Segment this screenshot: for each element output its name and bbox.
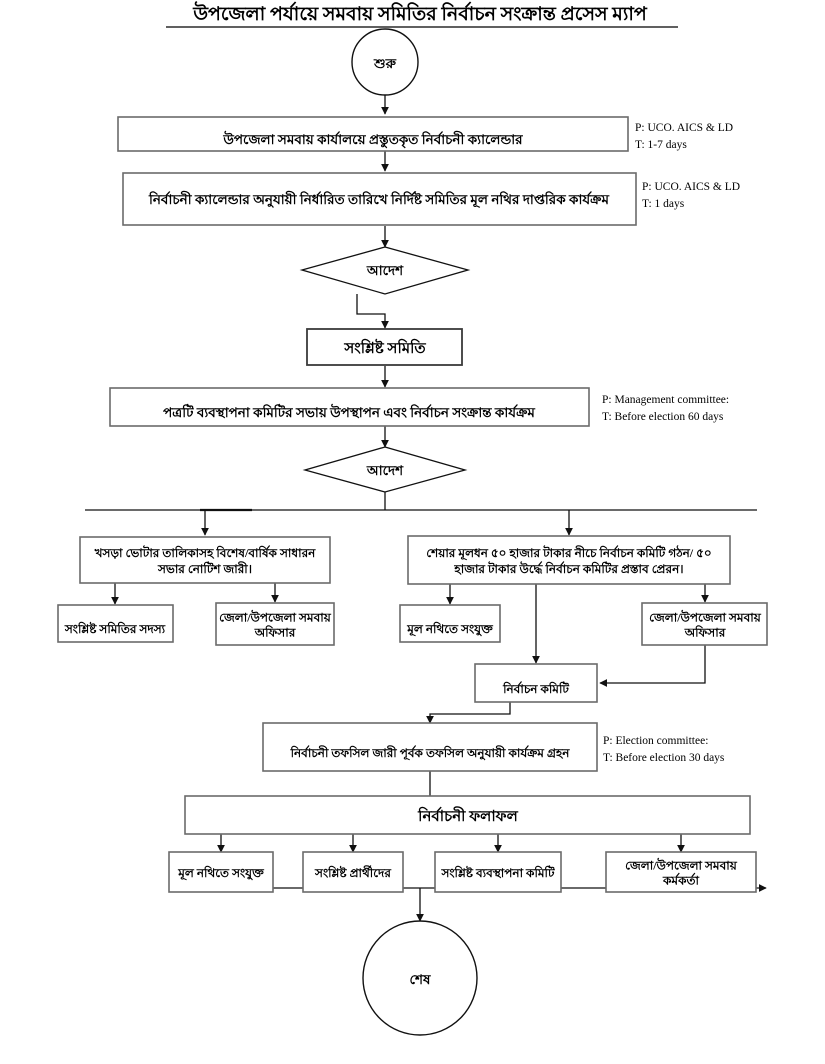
node-notice[interactable]: খসড়া ভোটার তালিকাসহ বিশেষ/বার্ষিক সাধার… <box>79 536 331 584</box>
node-mgmt-meeting[interactable]: পত্রটি ব্যবস্থাপনা কমিটির সভায় উপস্থাপন… <box>109 387 590 427</box>
result-4-label: জেলা/উপজেলা সমবায়কর্মকর্তা <box>625 858 738 888</box>
result-3-label: সংশ্লিষ্ট ব্যবস্থাপনা কমিটি <box>440 865 555 880</box>
node-officer-1[interactable]: জেলা/উপজেলা সমবায়অফিসার <box>215 602 335 646</box>
mgmt-meeting-box <box>109 387 590 427</box>
node-result-2[interactable]: সংশ্লিষ্ট প্রার্থীদের <box>302 851 404 893</box>
node-election-committee[interactable]: নির্বাচন কমিটি <box>474 663 598 703</box>
result-2-label: সংশ্লিষ্ট প্রার্থীদের <box>314 865 391 880</box>
election-committee-box <box>474 663 598 703</box>
members-label: সংশ্লিষ্ট সমিতির সদস্য <box>64 621 166 636</box>
office-work-label-line1: নির্বাচনী ক্যালেন্ডার অনুযায়ী নির্ধারিত… <box>148 190 610 209</box>
page-title: উপজেলা পর্যায়ে সমবায় সমিতির নির্বাচন স… <box>192 1 648 25</box>
node-result-3[interactable]: সংশ্লিষ্ট ব্যবস্থাপনা কমিটি <box>434 851 562 893</box>
end-label: শেষ <box>410 972 432 987</box>
officer-1-label: জেলা/উপজেলা সমবায়অফিসার <box>219 610 332 640</box>
annotation-office-work: P: UCO. AICS & LD T: 1 days <box>642 181 740 210</box>
result-2-box <box>302 851 404 893</box>
office-work-box <box>122 172 637 226</box>
node-result-4[interactable]: জেলা/উপজেলা সমবায়কর্মকর্তা <box>605 851 757 893</box>
node-calendar[interactable]: উপজেলা সমবায় কার্যালয়ে প্রস্তুতকৃত নির… <box>117 116 629 152</box>
society-box <box>306 328 463 366</box>
node-officer-2[interactable]: জেলা/উপজেলা সমবায়অফিসার <box>641 602 768 646</box>
result-label: নির্বাচনী ফলাফল <box>417 806 518 825</box>
node-order-1[interactable]: আদেশ <box>299 246 471 295</box>
annotation-mgmt-meeting-line-1: P: Management committee: <box>602 394 729 406</box>
annotation-schedule-line-1: P: Election committee: <box>603 735 708 747</box>
order-1-diamond <box>299 246 471 295</box>
share-capital-box <box>407 535 731 585</box>
notice-box <box>79 536 331 584</box>
election-committee-label: নির্বাচন কমিটি <box>502 681 569 696</box>
node-share-capital[interactable]: শেয়ার মূলধন ৫০ হাজার টাকার নীচে নির্বাচ… <box>407 535 731 585</box>
society-label: সংশ্লিষ্ট সমিতি <box>343 338 426 357</box>
members-box <box>57 604 174 643</box>
edge-order1-society <box>356 294 389 329</box>
attached-box <box>399 604 501 643</box>
schedule-label: নির্বাচনী তফসিল জারী পূর্বক তফসিল অনুযায… <box>290 745 571 762</box>
annotation-mgmt-meeting-line-2: T: Before election 60 days <box>602 411 724 423</box>
annotation-mgmt-meeting: P: Management committee: T: Before elect… <box>602 394 729 423</box>
end-circle <box>362 920 478 1036</box>
result-1-box <box>168 851 274 893</box>
node-attached[interactable]: মূল নথিতে সংযুক্ত <box>399 604 501 643</box>
officer-2-label: জেলা/উপজেলা সমবায়অফিসার <box>649 610 762 640</box>
result-1-label: মূল নথিতে সংযুক্ত <box>177 865 265 882</box>
officer-2-box <box>641 602 768 646</box>
result-box <box>184 795 751 835</box>
officer-1-box <box>215 602 335 646</box>
annotation-schedule: P: Election committee: T: Before electio… <box>603 735 725 764</box>
node-order-2[interactable]: আদেশ <box>302 446 468 493</box>
annotation-calendar-line-2: T: 1-7 days <box>635 139 687 151</box>
start-circle <box>351 28 419 96</box>
annotation-office-work-line-2: T: 1 days <box>642 198 685 210</box>
mgmt-meeting-label: পত্রটি ব্যবস্থাপনা কমিটির সভায় উপস্থাপন… <box>163 403 536 420</box>
annotation-calendar-line-1: P: UCO. AICS & LD <box>635 122 733 134</box>
order-1-label: আদেশ <box>366 263 404 278</box>
edge-eleccomm-schedule <box>426 702 511 724</box>
result-4-box <box>605 851 757 893</box>
annotation-calendar: P: UCO. AICS & LD T: 1-7 days <box>635 122 733 151</box>
node-result-1[interactable]: মূল নথিতে সংযুক্ত <box>168 851 274 893</box>
calendar-box <box>117 116 629 152</box>
share-capital-label-line1: শেয়ার মূলধন ৫০ হাজার টাকার নীচে নির্বাচ… <box>426 545 711 576</box>
schedule-box <box>262 722 598 772</box>
result-3-box <box>434 851 562 893</box>
notice-label-line1: খসড়া ভোটার তালিকাসহ বিশেষ/বার্ষিক সাধার… <box>94 545 317 576</box>
node-schedule[interactable]: নির্বাচনী তফসিল জারী পূর্বক তফসিল অনুযায… <box>262 722 598 772</box>
node-society[interactable]: সংশ্লিষ্ট সমিতি <box>306 328 463 366</box>
attached-label: মূল নথিতে সংযুক্ত <box>406 621 494 638</box>
node-result[interactable]: নির্বাচনী ফলাফল <box>184 795 751 835</box>
edge-officer2-eleccomm <box>599 645 706 687</box>
node-members[interactable]: সংশ্লিষ্ট সমিতির সদস্য <box>57 604 174 643</box>
node-office-work[interactable]: নির্বাচনী ক্যালেন্ডার অনুযায়ী নির্ধারিত… <box>122 172 637 226</box>
node-start[interactable]: শুরু <box>351 28 419 96</box>
node-end[interactable]: শেষ <box>362 920 478 1036</box>
order-2-label: আদেশ <box>366 463 404 478</box>
order-2-diamond <box>302 446 468 493</box>
annotation-schedule-line-2: T: Before election 30 days <box>603 752 725 764</box>
calendar-label: উপজেলা সমবায় কার্যালয়ে প্রস্তুতকৃত নির… <box>222 130 524 149</box>
start-label: শুরু <box>373 56 398 71</box>
annotation-office-work-line-1: P: UCO. AICS & LD <box>642 181 740 193</box>
